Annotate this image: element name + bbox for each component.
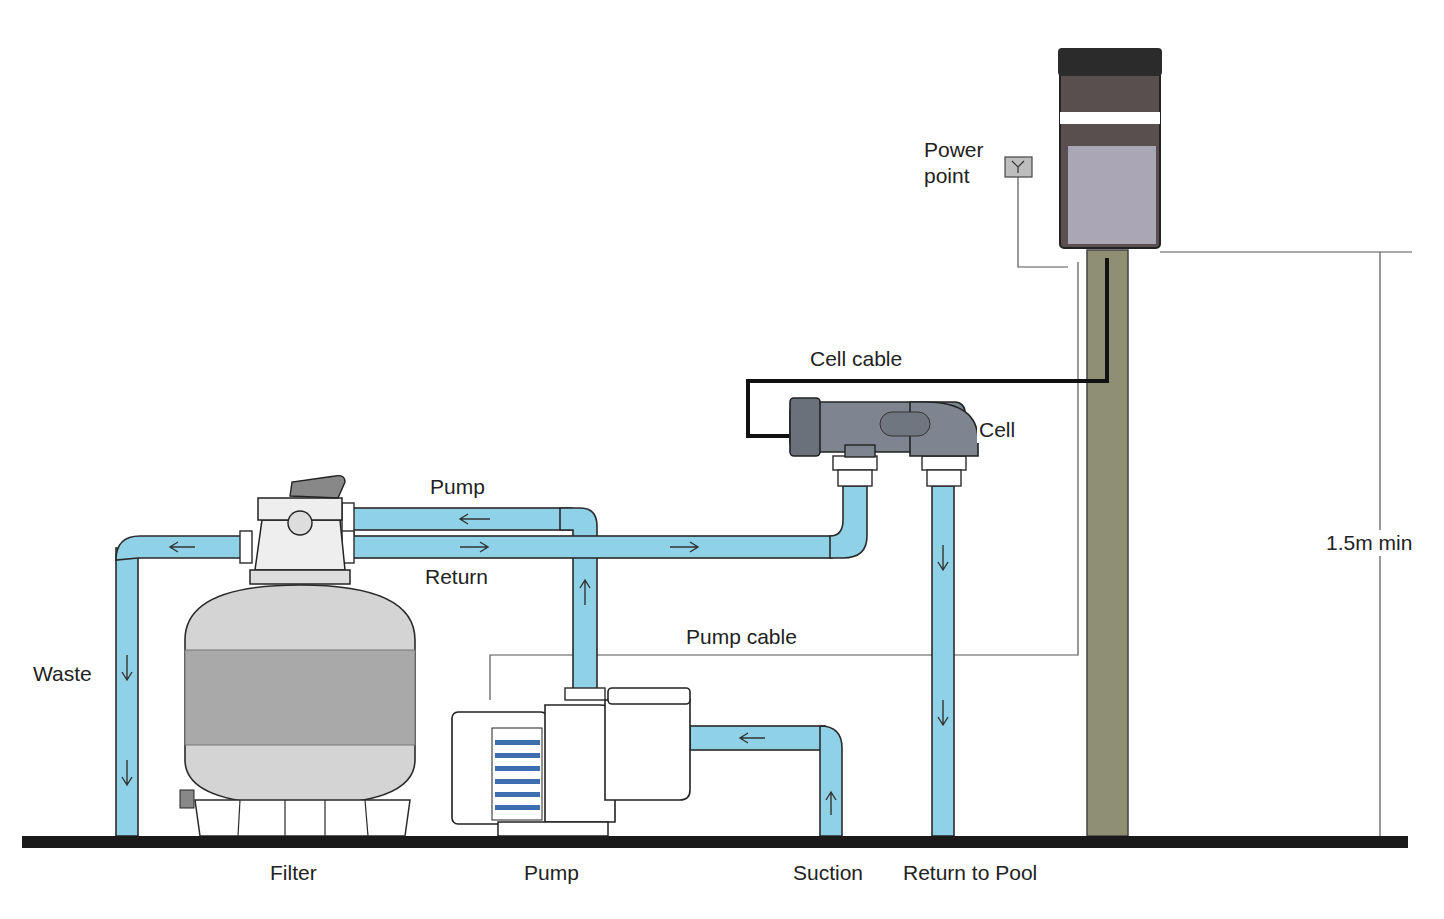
motor-fin bbox=[495, 766, 540, 771]
part-label: Pump bbox=[522, 860, 581, 886]
part-label: Waste bbox=[31, 661, 94, 687]
motor-fin bbox=[495, 805, 540, 810]
part-label: 1.5m min bbox=[1324, 530, 1414, 556]
part-label: Power point bbox=[922, 137, 1004, 189]
motor-fin bbox=[495, 779, 540, 784]
part-label: Cell cable bbox=[808, 346, 904, 372]
motor-fin bbox=[495, 792, 540, 797]
part-label: Return bbox=[423, 564, 490, 590]
part-label: Suction bbox=[791, 860, 865, 886]
part-label: Return to Pool bbox=[901, 860, 1039, 886]
part-label: Pump cable bbox=[684, 624, 799, 650]
part-label: Pump bbox=[428, 474, 487, 500]
part-label: Filter bbox=[268, 860, 319, 886]
motor-fin bbox=[495, 740, 540, 745]
part-label: Cell bbox=[977, 417, 1017, 443]
motor-fin bbox=[495, 753, 540, 758]
